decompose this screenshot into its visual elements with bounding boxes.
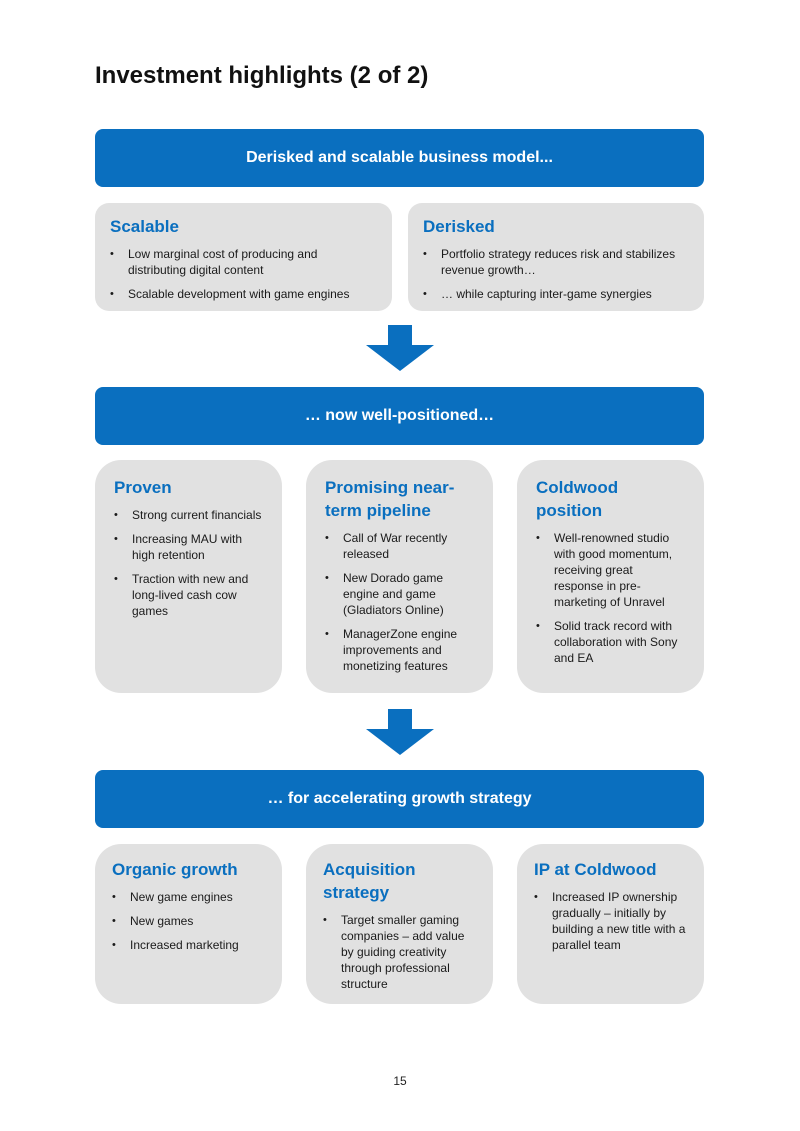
list-item: • Increasing MAU with high retention (114, 531, 263, 563)
page-title: Investment highlights (2 of 2) (95, 62, 429, 89)
card-ip-at-coldwood: IP at Coldwood • Increased IP ownership g… (517, 844, 704, 1004)
bullet-icon: • (110, 248, 114, 260)
bullet-text: Increasing MAU with high retention (132, 532, 243, 562)
bullet-text: Target smaller gaming companies – add va… (341, 913, 465, 991)
page-number: 15 (393, 1074, 407, 1088)
bullet-text: New game engines (130, 890, 233, 904)
card-title: Derisked (423, 217, 495, 236)
bullet-list: • Portfolio strategy reduces risk and sta… (423, 246, 689, 302)
list-item: • Call of War recently released (325, 530, 474, 562)
bullet-list: • Call of War recently released • New Dora… (325, 530, 474, 674)
bullet-icon: • (114, 573, 118, 585)
bullet-icon: • (325, 628, 329, 640)
banner-growth-strategy: … for accelerating growth strategy (95, 770, 704, 828)
bullet-text: … while capturing inter-game synergies (441, 287, 652, 301)
bullet-icon: • (112, 915, 116, 927)
card-derisked: Derisked • Portfolio strategy reduces ris… (408, 203, 704, 311)
bullet-text: Portfolio strategy reduces risk and stab… (441, 247, 676, 277)
bullet-icon: • (114, 509, 118, 521)
bullet-text: New games (130, 914, 194, 928)
card-title: IP at Coldwood (534, 860, 657, 879)
bullet-text: Increased IP ownership gradually – initi… (552, 890, 686, 952)
bullet-text: Call of War recently released (343, 531, 448, 561)
bullet-list: • Target smaller gaming companies – add v… (323, 912, 476, 992)
card-title: Scalable (110, 217, 179, 236)
bullet-text: New Dorado game engine and game (Gladiat… (343, 571, 444, 617)
list-item: • Target smaller gaming companies – add v… (323, 912, 476, 992)
bullet-icon: • (423, 288, 427, 300)
banner-well-positioned: … now well-positioned… (95, 387, 704, 445)
list-item: • Portfolio strategy reduces risk and sta… (423, 246, 689, 278)
list-item: • ManagerZone engine improvements and mon… (325, 626, 474, 674)
card-pipeline: Promising near-term pipeline • Call of Wa… (306, 460, 493, 693)
list-item: • Strong current financials (114, 507, 263, 523)
bullet-list: • Strong current financials • Increasing M… (114, 507, 263, 619)
bullet-list: • New game engines • New games • Increased … (112, 889, 265, 953)
bullet-icon: • (112, 939, 116, 951)
bullet-icon: • (114, 533, 118, 545)
bullet-icon: • (423, 248, 427, 260)
list-item: • New games (112, 913, 265, 929)
bullet-icon: • (536, 532, 540, 544)
bullet-icon: • (325, 532, 329, 544)
bullet-list: • Increased IP ownership gradually – init… (534, 889, 687, 953)
down-arrow-icon (366, 325, 434, 371)
bullet-text: Solid track record with collaboration wi… (554, 619, 678, 665)
bullet-icon: • (325, 572, 329, 584)
card-title: Promising near-term pipeline (325, 478, 455, 520)
bullet-icon: • (323, 914, 327, 926)
bullet-text: Traction with new and long-lived cash co… (132, 572, 249, 618)
banner-business-model: Derisked and scalable business model... (95, 129, 704, 187)
list-item: • Solid track record with collaboration w… (536, 618, 685, 666)
card-organic-growth: Organic growth • New game engines • New ga… (95, 844, 282, 1004)
bullet-list: • Well-renowned studio with good momentum… (536, 530, 685, 666)
list-item: • Low marginal cost of producing and dist… (110, 246, 377, 278)
list-item: • Increased marketing (112, 937, 265, 953)
list-item: • New game engines (112, 889, 265, 905)
bullet-text: Scalable development with game engines (128, 287, 350, 301)
bullet-text: Strong current financials (132, 508, 262, 522)
card-title: Organic growth (112, 860, 238, 879)
card-proven: Proven • Strong current financials • Incre… (95, 460, 282, 693)
bullet-icon: • (536, 620, 540, 632)
bullet-list: • Low marginal cost of producing and dist… (110, 246, 377, 302)
bullet-icon: • (534, 891, 538, 903)
card-scalable: Scalable • Low marginal cost of producing… (95, 203, 392, 311)
bullet-text: ManagerZone engine improvements and mone… (343, 627, 458, 673)
down-arrow-icon (366, 709, 434, 755)
card-title: Acquisition strategy (323, 860, 416, 902)
bullet-text: Increased marketing (130, 938, 239, 952)
list-item: • Traction with new and long-lived cash c… (114, 571, 263, 619)
list-item: • … while capturing inter-game synergies (423, 286, 689, 302)
card-title: Proven (114, 478, 172, 497)
card-title: Coldwood position (536, 478, 619, 520)
card-coldwood-position: Coldwood position • Well-renowned studio … (517, 460, 704, 693)
bullet-icon: • (110, 288, 114, 300)
bullet-text: Low marginal cost of producing and distr… (128, 247, 318, 277)
list-item: • Increased IP ownership gradually – init… (534, 889, 687, 953)
bullet-text: Well-renowned studio with good momentum,… (554, 531, 673, 609)
list-item: • Scalable development with game engines (110, 286, 377, 302)
bullet-icon: • (112, 891, 116, 903)
card-acquisition-strategy: Acquisition strategy • Target smaller gam… (306, 844, 493, 1004)
list-item: • New Dorado game engine and game (Gladia… (325, 570, 474, 618)
list-item: • Well-renowned studio with good momentum… (536, 530, 685, 610)
